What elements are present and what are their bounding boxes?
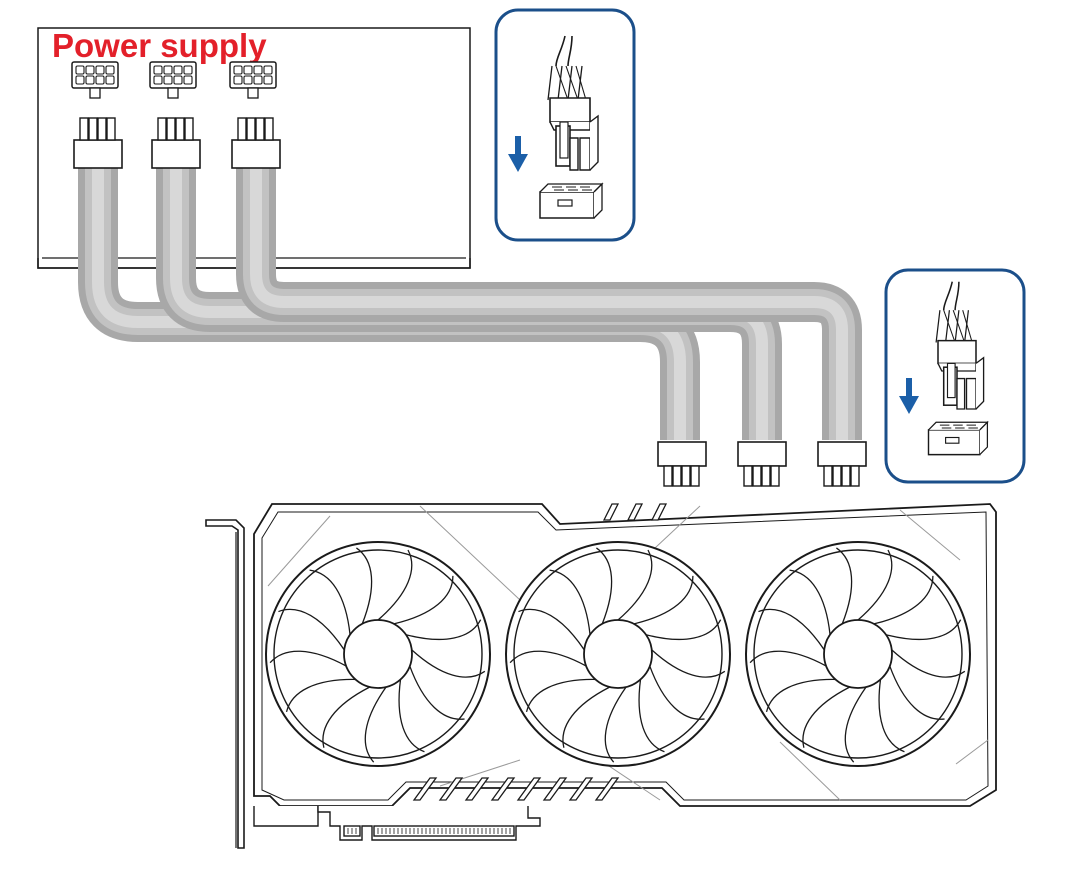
bottom-vents [412, 777, 620, 801]
arrow-down-icon [508, 136, 528, 172]
8-pin-connector-icon [817, 441, 867, 487]
fan-icon [745, 541, 971, 767]
8-pin-connector-icon [737, 441, 787, 487]
top-vents [602, 503, 668, 521]
fan-icon [505, 541, 731, 767]
cable-tops [78, 168, 276, 270]
inset-connector-detail-1 [494, 8, 636, 242]
power-cables [78, 168, 862, 440]
graphics-card [205, 503, 997, 849]
8-pin-socket-icon [149, 61, 197, 99]
inset-connector-detail-2 [884, 268, 1026, 484]
psu-sockets [71, 61, 277, 99]
8-pin-connector-icon [231, 117, 281, 169]
pcie-connector [253, 806, 541, 841]
8-pin-socket-icon [71, 61, 119, 99]
8-pin-connector-icon [151, 117, 201, 169]
fan-icon [265, 541, 491, 767]
gpu-side-plugs [657, 441, 867, 487]
8-pin-connector-icon [657, 441, 707, 487]
arrow-down-icon [899, 378, 919, 414]
8-pin-connector-icon [73, 117, 123, 169]
cable-3 [236, 168, 862, 440]
psu-side-plugs [73, 117, 281, 169]
8-pin-socket-icon [229, 61, 277, 99]
pci-bracket [205, 519, 245, 849]
power-supply-title: Power supply [52, 27, 267, 64]
